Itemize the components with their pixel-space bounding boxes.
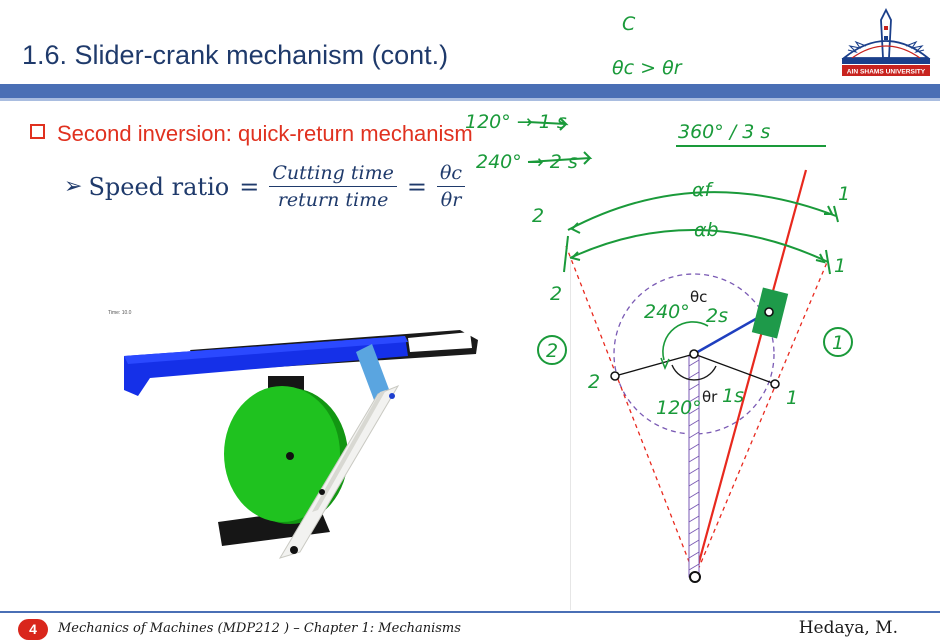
label-cutting-time: 120° → 1 s [465,111,567,133]
bullet-second-inversion: Second inversion: quick-return mechanism [30,121,473,147]
label-alpha-f: αf [692,179,715,201]
label-theta-c: θc [690,288,707,306]
theta-r-arc [671,364,717,381]
simulation-time-label: Time: 10.0 [108,310,132,316]
lever-extreme-right [694,259,829,578]
title-bar-highlight [0,98,940,101]
light-blue-slider [356,344,390,400]
label-c: C [622,13,636,35]
formula-equals-1: = [239,172,260,201]
angle-fraction: θc θr [436,162,466,211]
label-pos-1-top: 1 [838,183,850,205]
university-logo: AIN SHAMS UNIVERSITY [838,6,934,80]
crank-circle [613,273,775,435]
label-time-1s: 1s [722,385,744,407]
page-number-badge: 4 [18,619,48,640]
handwritten-labels: C θc > θr 120° → 1 s 240° → 2 s 360° / 3… [465,13,853,419]
label-cycle: 360° / 3 s [678,121,770,143]
label-circled-1: 1 [832,332,844,354]
green-crank-disc [224,386,340,522]
label-pos-2-crank: 2 [588,371,600,393]
square-bullet-icon [30,124,45,139]
crank-limit-left [614,353,695,377]
label-theta-compare: θc > θr [612,57,683,79]
lever-extreme-left [565,245,696,578]
mechanism-3d-render [124,330,478,559]
fraction-numerator: Cutting time [269,162,397,187]
bullet-text: Second inversion: quick-return mechanism [57,121,473,146]
time-fraction: Cutting time return time [269,162,397,211]
slide-title: 1.6. Slider-crank mechanism (cont.) [22,40,449,70]
crank-pivot [286,452,294,460]
rail-slot [408,332,472,352]
label-pos-1-crank: 1 [786,387,798,409]
label-return-time: 240° → 2 s [476,151,578,173]
theta-c-arc [662,321,709,361]
circled-1-ring [823,327,853,357]
label-angle-120: 120° [656,397,702,419]
fraction-denominator: return time [277,189,389,211]
handwritten-ink [527,117,839,275]
crank-center [689,349,699,359]
formula-equals-2: = [406,172,427,201]
footer-course-title: Mechanics of Machines (MDP212 ) – Chapte… [58,621,461,636]
slotted-lever-line [693,169,808,578]
slide-footer: 4 Mechanics of Machines (MDP212 ) – Chap… [0,613,940,644]
formula-lhs: Speed ratio [88,172,230,201]
label-time-2s: 2s [706,305,728,327]
crank-limit-right [693,353,776,385]
angle-numerator: θc [436,162,466,187]
mechanism-animation: Time: 10.0 [0,260,571,610]
circled-2-ring [537,335,567,365]
label-circled-2: 2 [546,340,558,362]
lever-pivot-point [689,571,701,583]
label-pos-2-mid: 2 [550,283,562,305]
footer-author: Hedaya, M. [798,618,898,638]
label-pos-1-mid: 1 [834,255,846,277]
label-angle-240: 240° [644,301,690,323]
logo-text: AIN SHAMS UNIVERSITY [847,69,926,76]
label-pos-2-top: 2 [532,205,544,227]
footer-rule [0,611,940,613]
arrow-bullet-icon: ➢ [64,174,83,199]
speed-ratio-formula: ➢ Speed ratio = Cutting time return time… [64,162,466,211]
quick-return-diagram: C θc > θr 120° → 1 s 240° → 2 s 360° / 3… [465,13,853,583]
angle-denominator: θr [440,189,462,211]
label-theta-r: θr [702,388,718,406]
lever-pivot [290,546,298,554]
title-bar [0,84,940,98]
label-alpha-b: αb [694,219,719,241]
fixed-link-hatching [688,359,700,571]
